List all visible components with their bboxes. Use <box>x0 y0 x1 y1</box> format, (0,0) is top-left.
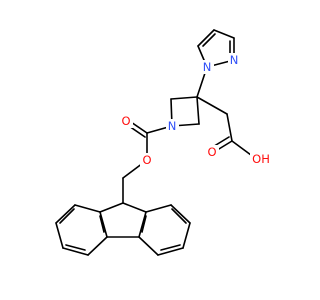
bond-pyrazole-c5-c4 <box>197 29 215 47</box>
atom-pyrazole-n2: N <box>228 53 241 67</box>
bond-left-4 <box>55 222 64 249</box>
bond-left-6 <box>74 204 101 213</box>
bond-pyrazole-c5-c4-double <box>202 33 216 47</box>
bonds <box>55 29 256 256</box>
atom-labels: N N N O O O OH <box>119 53 272 167</box>
atom-label: N <box>168 119 177 133</box>
bond-ch2-cooh <box>226 113 233 142</box>
atom-acid-oh: OH <box>250 152 272 166</box>
bond-azetidine-c4-c3 <box>196 96 200 125</box>
bond-right-3 <box>157 247 184 256</box>
molecule-structure: N N N O O O OH <box>55 29 272 256</box>
bond-left-d3 <box>59 208 75 224</box>
bond-left-d1 <box>99 215 105 233</box>
bond-c9-c8a <box>122 202 147 213</box>
bond-right-5 <box>170 204 191 224</box>
atom-label: N <box>203 60 212 74</box>
bond-left-3 <box>62 247 89 256</box>
atom-label: O <box>142 153 151 167</box>
bond-left-2 <box>87 236 108 256</box>
bond-c9-c9a <box>99 202 124 213</box>
bond-left-1 <box>99 211 108 238</box>
bond-right-1 <box>138 211 147 238</box>
atom-label: OH <box>252 152 270 166</box>
atom-label: O <box>121 114 130 128</box>
bond-c3-ch2 <box>196 96 228 115</box>
atom-carbamate-o-double: O <box>119 114 133 128</box>
bond-right-d1 <box>141 215 147 233</box>
bond-left-5 <box>55 204 76 224</box>
bond-left-d2 <box>65 244 86 251</box>
bond-right-d3 <box>171 208 187 224</box>
atom-label: N <box>230 53 239 67</box>
bond-right-d2 <box>160 244 181 251</box>
bond-right-2 <box>138 236 159 256</box>
atom-pyrazole-n1: N <box>201 60 214 74</box>
atom-carbamate-o-ester: O <box>140 153 154 167</box>
bond-right-6 <box>145 204 172 213</box>
atom-azetidine-n: N <box>166 119 179 133</box>
bond-right-4 <box>182 222 191 249</box>
bond-azetidine-c3-c2 <box>170 96 198 100</box>
bond-pyrazole-c4-c3 <box>213 29 235 39</box>
atom-label: O <box>207 145 216 159</box>
atom-acid-o-double: O <box>205 145 219 159</box>
